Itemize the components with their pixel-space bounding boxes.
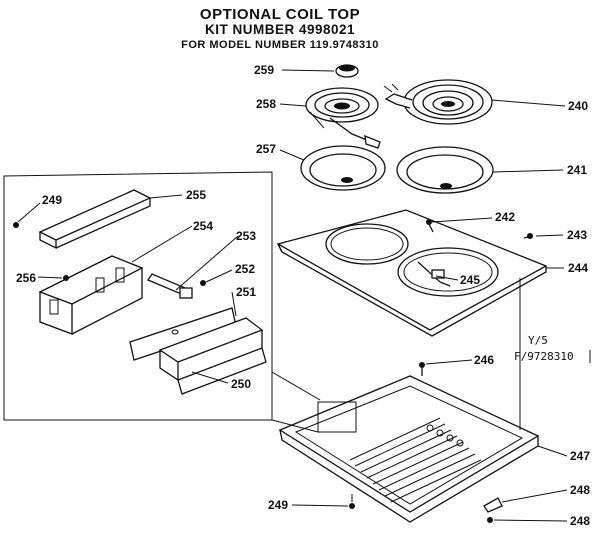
model-number: FOR MODEL NUMBER 119.9748310 bbox=[181, 39, 379, 51]
label-251: 251 bbox=[236, 285, 256, 299]
label-253: 253 bbox=[236, 229, 256, 243]
label-255: 255 bbox=[186, 188, 206, 202]
kit-number: KIT NUMBER 4998021 bbox=[204, 22, 356, 37]
label-259: 259 bbox=[254, 63, 274, 77]
part-256-screw bbox=[63, 275, 69, 281]
label-257: 257 bbox=[256, 142, 276, 156]
label-248-lower: 248 bbox=[570, 514, 590, 528]
part-250-bracket bbox=[158, 317, 267, 395]
part-248-clip bbox=[483, 497, 503, 523]
part-244-cooktop bbox=[276, 209, 548, 337]
part-254-switch-housing bbox=[38, 255, 144, 335]
label-246: 246 bbox=[474, 353, 494, 367]
catalog-ref-line2: F/9728310 bbox=[514, 350, 574, 363]
label-254: 254 bbox=[193, 219, 213, 233]
part-247-burner-box bbox=[278, 375, 540, 523]
part-252-screw bbox=[200, 280, 206, 286]
part-253-switch bbox=[147, 273, 193, 299]
catalog-ref-line1: Y/5 bbox=[528, 334, 548, 347]
label-242: 242 bbox=[495, 210, 515, 224]
leader-lines bbox=[17, 69, 568, 522]
label-250: 250 bbox=[231, 377, 251, 391]
part-259-cap bbox=[335, 64, 359, 78]
part-257-small-drip-pan bbox=[300, 145, 386, 191]
part-258-small-coil bbox=[305, 87, 381, 149]
label-249-top: 249 bbox=[42, 193, 62, 207]
part-249-screw-bottom bbox=[349, 494, 355, 509]
label-241: 241 bbox=[567, 163, 587, 177]
part-246-screw bbox=[419, 362, 425, 376]
part-240-large-coil bbox=[383, 79, 493, 125]
label-256: 256 bbox=[16, 271, 36, 285]
label-258: 258 bbox=[256, 97, 276, 111]
label-240: 240 bbox=[568, 99, 588, 113]
inset-box bbox=[3, 171, 321, 433]
label-243: 243 bbox=[567, 228, 587, 242]
label-247: 247 bbox=[570, 449, 590, 463]
label-245: 245 bbox=[460, 273, 480, 287]
label-252: 252 bbox=[235, 262, 255, 276]
label-249-bottom: 249 bbox=[268, 498, 288, 512]
part-243-screw bbox=[523, 233, 533, 239]
part-249-screw-top bbox=[13, 222, 19, 228]
label-248-upper: 248 bbox=[570, 483, 590, 497]
part-242-screw bbox=[426, 219, 434, 233]
part-241-large-drip-pan bbox=[396, 146, 494, 194]
diagram-title: OPTIONAL COIL TOP bbox=[199, 6, 361, 23]
label-244: 244 bbox=[568, 261, 588, 275]
